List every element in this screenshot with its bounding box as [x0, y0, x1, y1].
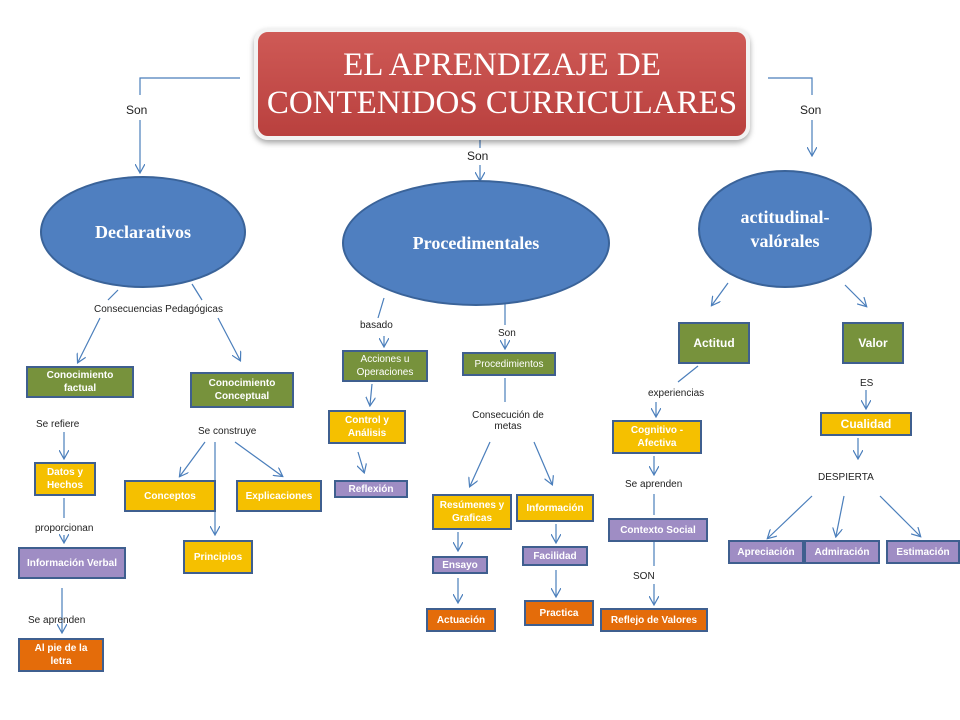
link-son-act: SON	[633, 571, 655, 582]
connector-proc-left	[377, 297, 385, 319]
arrow-to-actitud	[712, 282, 729, 305]
link-consecucion-metas: Consecución de metas	[472, 410, 544, 432]
arrow-to-explicaciones	[234, 441, 282, 476]
node-cognitivo-afectiva: Cognitivo - Afectiva	[612, 420, 702, 454]
arrow-to-valor	[844, 284, 866, 306]
arrow-to-estimacion	[879, 495, 920, 536]
node-conocimiento-conceptual: Conocimiento Conceptual	[190, 372, 294, 408]
arrow-to-apreciacion	[768, 495, 813, 538]
node-declarativos: Declarativos	[40, 176, 246, 288]
link-experiencias: experiencias	[648, 388, 705, 399]
link-basado: basado	[360, 320, 393, 331]
connector-decl-right	[191, 283, 203, 301]
node-resumenes-graficas: Resúmenes y Graficas	[432, 494, 512, 530]
connector-actitud	[677, 365, 699, 383]
node-procedimientos: Procedimientos	[462, 352, 556, 376]
link-se-aprenden-act: Se aprenden	[625, 479, 683, 490]
connector-title-left	[139, 77, 240, 95]
arrow-to-conceptual	[217, 317, 240, 360]
link-se-construye: Se construye	[198, 426, 257, 437]
node-informacion-verbal: Información Verbal	[18, 547, 126, 579]
node-reflexion: Reflexión	[334, 480, 408, 498]
link-son-proc: Son	[498, 328, 516, 339]
connector-title-right	[768, 77, 813, 95]
arrow-to-factual	[78, 317, 101, 362]
node-reflejo-valores: Reflejo de Valores	[600, 608, 708, 632]
node-ensayo: Ensayo	[432, 556, 488, 574]
arrow-to-admiracion	[836, 495, 845, 536]
link-es: ES	[860, 378, 874, 389]
node-datos-hechos: Datos y Hechos	[34, 462, 96, 496]
link-despierta: DESPIERTA	[818, 472, 874, 483]
arrow-to-informacion	[533, 441, 552, 484]
arrow-to-reflexion	[358, 451, 364, 472]
node-procedimentales: Procedimentales	[342, 180, 610, 306]
link-son-left: Son	[126, 103, 148, 117]
arrow-to-conceptos	[180, 441, 206, 476]
node-actitud: Actitud	[678, 322, 750, 364]
link-se-refiere: Se refiere	[36, 419, 80, 430]
node-contexto-social: Contexto Social	[608, 518, 708, 542]
link-son-center: Son	[467, 149, 489, 163]
node-conocimiento-factual: Conocimiento factual	[26, 366, 134, 398]
link-consecuencias: Consecuencias Pedagógicas	[94, 304, 223, 315]
node-informacion: Información	[516, 494, 594, 522]
node-cualidad: Cualidad	[820, 412, 912, 436]
connector-decl-left	[107, 289, 119, 301]
node-admiracion: Admiración	[804, 540, 880, 564]
node-pie-de-la-letra: Al pie de la letra	[18, 638, 104, 672]
node-conceptos: Conceptos	[124, 480, 216, 512]
node-actitudinal: actitudinal- valórales	[698, 170, 872, 288]
node-control-analisis: Control y Análisis	[328, 410, 406, 444]
arrow-to-resumenes	[470, 441, 491, 486]
link-son-right: Son	[800, 103, 822, 117]
node-valor: Valor	[842, 322, 904, 364]
node-acciones-operaciones: Acciones u Operaciones	[342, 350, 428, 382]
node-practica: Practica	[524, 600, 594, 626]
arrow-to-control	[370, 383, 372, 405]
node-principios: Principios	[183, 540, 253, 574]
node-facilidad: Facilidad	[522, 546, 588, 566]
node-apreciacion: Apreciación	[728, 540, 804, 564]
node-actuacion: Actuación	[426, 608, 496, 632]
link-proporcionan: proporcionan	[35, 523, 94, 534]
node-explicaciones: Explicaciones	[236, 480, 322, 512]
title-box: EL APRENDIZAJE DE CONTENIDOS CURRICULARE…	[254, 28, 750, 140]
link-se-aprenden-decl: Se aprenden	[28, 615, 86, 626]
node-estimacion: Estimación	[886, 540, 960, 564]
